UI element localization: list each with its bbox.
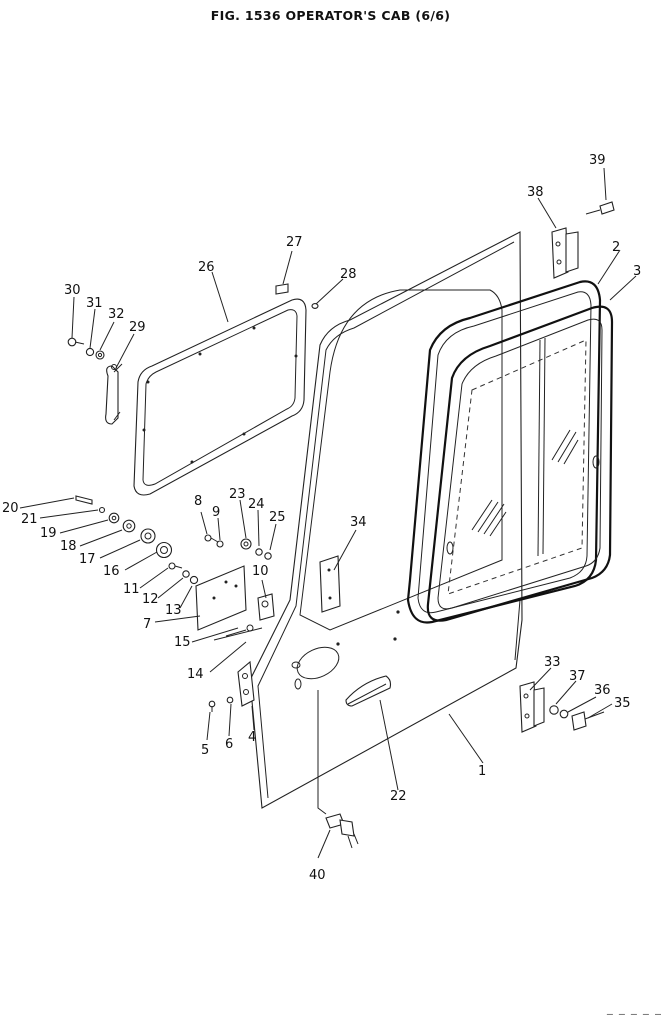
key-lock-cylinder <box>325 813 359 849</box>
callout-5: 5 <box>201 743 209 758</box>
callout-7: 7 <box>143 617 151 632</box>
callout-8: 8 <box>194 494 202 509</box>
callout-1: 1 <box>478 764 486 779</box>
callout-2: 2 <box>612 240 620 255</box>
callout-38: 38 <box>527 185 544 200</box>
callout-28: 28 <box>340 267 357 282</box>
callout-39: 39 <box>589 153 606 168</box>
lower-hinge <box>519 681 545 733</box>
callout-40: 40 <box>309 868 326 883</box>
drawing-code: – – – – – <box>606 1009 661 1020</box>
callout-9: 9 <box>212 505 220 520</box>
figure-title: FIG. 1536 OPERATOR'S CAB (6/6) <box>210 8 451 23</box>
upper-window-gasket <box>133 298 307 496</box>
callout-26: 26 <box>198 260 215 275</box>
callout-30: 30 <box>64 283 81 298</box>
callout-14: 14 <box>187 667 204 682</box>
callout-numbers: 1 2 3 4 5 6 7 8 9 10 11 12 13 14 15 16 1… <box>2 153 641 883</box>
callout-19: 19 <box>40 526 57 541</box>
callout-29: 29 <box>129 320 146 335</box>
callout-35: 35 <box>614 696 631 711</box>
callout-31: 31 <box>86 296 103 311</box>
callout-6: 6 <box>225 737 233 752</box>
callout-36: 36 <box>594 683 611 698</box>
inner-plate <box>319 555 341 613</box>
window-seal-frame <box>406 280 602 624</box>
hardware-items <box>67 201 615 731</box>
grab-handle-lower <box>345 675 392 707</box>
callout-27: 27 <box>286 235 303 250</box>
callout-22: 22 <box>390 789 407 804</box>
door-lock-assembly <box>195 565 275 707</box>
upper-hinge <box>551 227 579 279</box>
callout-25: 25 <box>269 510 286 525</box>
callout-24: 24 <box>248 497 265 512</box>
grab-handle-upper <box>105 363 123 425</box>
callout-23: 23 <box>229 487 246 502</box>
callout-37: 37 <box>569 669 586 684</box>
callout-20: 20 <box>2 501 19 516</box>
callout-18: 18 <box>60 539 77 554</box>
callout-16: 16 <box>103 564 120 579</box>
callout-11: 11 <box>123 582 140 597</box>
leader-lines <box>19 167 637 859</box>
callout-33: 33 <box>544 655 561 670</box>
callout-3: 3 <box>633 264 641 279</box>
callout-34: 34 <box>350 515 367 530</box>
callout-15: 15 <box>174 635 191 650</box>
sliding-glass-window <box>426 305 614 622</box>
callout-4: 4 <box>248 730 256 745</box>
door-panel <box>249 231 523 809</box>
callout-12: 12 <box>142 592 159 607</box>
callout-17: 17 <box>79 552 96 567</box>
callout-32: 32 <box>108 307 125 322</box>
callout-13: 13 <box>165 603 182 618</box>
callout-10: 10 <box>252 564 269 579</box>
callout-21: 21 <box>21 512 38 527</box>
